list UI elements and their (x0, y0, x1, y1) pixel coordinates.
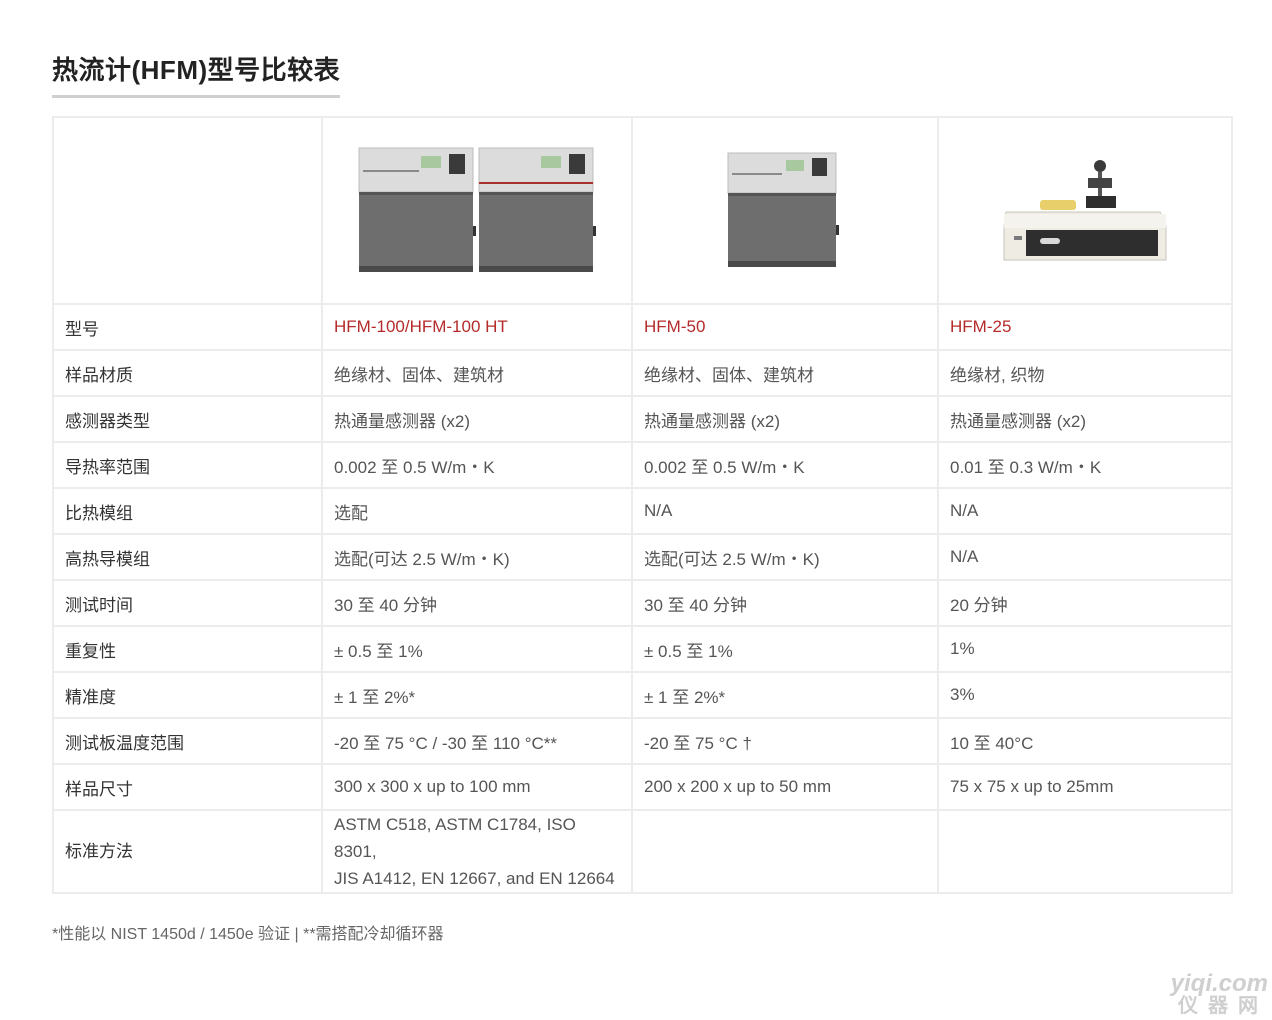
table-cell: N/A (937, 533, 1233, 581)
table-cell: 绝缘材、固体、建筑材 (631, 349, 939, 397)
table-cell: 0.002 至 0.5 W/m・K (321, 441, 633, 489)
row-label: 样品材质 (52, 349, 323, 397)
row-label: 高热导模组 (52, 533, 323, 581)
standards-line-2: JIS A1412, EN 12667, and EN 12664 (334, 869, 615, 888)
table-cell (937, 809, 1233, 894)
table-cell: N/A (631, 487, 939, 535)
model-name-hfm50: HFM-50 (631, 303, 939, 351)
empty-header-cell (52, 116, 323, 305)
hfm100-unit-left (358, 147, 476, 272)
row-label: 测试板温度范围 (52, 717, 323, 765)
table-cell: ± 1 至 2%* (631, 671, 939, 719)
table-cell: N/A (937, 487, 1233, 535)
table-cell: ± 0.5 至 1% (631, 625, 939, 673)
table-cell (631, 809, 939, 894)
row-label: 标准方法 (52, 809, 323, 894)
hfm25-instrument-image (1003, 159, 1167, 260)
row-label: 精准度 (52, 671, 323, 719)
row-label: 样品尺寸 (52, 763, 323, 811)
table-row: 高热导模组 选配(可达 2.5 W/m・K) 选配(可达 2.5 W/m・K) … (52, 533, 1233, 581)
watermark-line-2: 仪器网 (1178, 995, 1268, 1017)
table-cell: 0.01 至 0.3 W/m・K (937, 441, 1233, 489)
row-label: 比热模组 (52, 487, 323, 535)
page-title: 热流计(HFM)型号比较表 (52, 50, 341, 98)
table-row: 样品尺寸 300 x 300 x up to 100 mm 200 x 200 … (52, 763, 1233, 811)
table-row: 标准方法 ASTM C518, ASTM C1784, ISO 8301, JI… (52, 809, 1233, 894)
table-row: 测试时间 30 至 40 分钟 30 至 40 分钟 20 分钟 (52, 579, 1233, 627)
row-label: 重复性 (52, 625, 323, 673)
hfm100ht-unit-right (478, 147, 596, 272)
row-label: 导热率范围 (52, 441, 323, 489)
table-cell: 10 至 40°C (937, 717, 1233, 765)
table-row: 精准度 ± 1 至 2%* ± 1 至 2%* 3% (52, 671, 1233, 719)
table-row: 样品材质 绝缘材、固体、建筑材 绝缘材、固体、建筑材 绝缘材, 织物 (52, 349, 1233, 397)
table-cell: 0.002 至 0.5 W/m・K (631, 441, 939, 489)
table-cell: 选配(可达 2.5 W/m・K) (321, 533, 633, 581)
table-cell: ± 0.5 至 1% (321, 625, 633, 673)
table-cell: 3% (937, 671, 1233, 719)
table-cell: 热通量感测器 (x2) (631, 395, 939, 443)
table-cell: 热通量感测器 (x2) (321, 395, 633, 443)
table-cell: -20 至 75 °C † (631, 717, 939, 765)
watermark-line-1: yiqi.com (1170, 970, 1268, 997)
hfm100-image-cell (321, 116, 633, 305)
table-cell: 30 至 40 分钟 (631, 579, 939, 627)
model-name-hfm100: HFM-100/HFM-100 HT (321, 303, 633, 351)
comparison-table: 型号 HFM-100/HFM-100 HT HFM-50 HFM-25 样品材质… (52, 116, 1233, 894)
hfm100-instrument-image (358, 147, 596, 272)
table-row: 感测器类型 热通量感测器 (x2) 热通量感测器 (x2) 热通量感测器 (x2… (52, 395, 1233, 443)
table-row: 导热率范围 0.002 至 0.5 W/m・K 0.002 至 0.5 W/m・… (52, 441, 1233, 489)
model-name-hfm25: HFM-25 (937, 303, 1233, 351)
watermark-logo: yiqi.com 仪器网 (1170, 970, 1268, 1017)
hfm50-image-cell (631, 116, 939, 305)
hfm50-instrument-image (727, 152, 839, 267)
table-row: 重复性 ± 0.5 至 1% ± 0.5 至 1% 1% (52, 625, 1233, 673)
image-row (52, 116, 1233, 305)
table-row: 型号 HFM-100/HFM-100 HT HFM-50 HFM-25 (52, 303, 1233, 351)
footnote: *性能以 NIST 1450d / 1450e 验证 | **需搭配冷却循环器 (52, 926, 444, 943)
table-cell: 绝缘材, 织物 (937, 349, 1233, 397)
table-cell: 选配 (321, 487, 633, 535)
table-cell: 选配(可达 2.5 W/m・K) (631, 533, 939, 581)
table-cell: -20 至 75 °C / -30 至 110 °C** (321, 717, 633, 765)
table-cell: 热通量感测器 (x2) (937, 395, 1233, 443)
row-label: 型号 (52, 303, 323, 351)
row-label: 感测器类型 (52, 395, 323, 443)
table-cell-standards: ASTM C518, ASTM C1784, ISO 8301, JIS A14… (321, 809, 633, 894)
table-cell: 200 x 200 x up to 50 mm (631, 763, 939, 811)
table-cell: 30 至 40 分钟 (321, 579, 633, 627)
row-label: 测试时间 (52, 579, 323, 627)
table-cell: 300 x 300 x up to 100 mm (321, 763, 633, 811)
table-cell: 1% (937, 625, 1233, 673)
hfm25-image-cell (937, 116, 1233, 305)
table-cell: 75 x 75 x up to 25mm (937, 763, 1233, 811)
table-cell: 绝缘材、固体、建筑材 (321, 349, 633, 397)
table-row: 比热模组 选配 N/A N/A (52, 487, 1233, 535)
table-cell: ± 1 至 2%* (321, 671, 633, 719)
table-row: 测试板温度范围 -20 至 75 °C / -30 至 110 °C** -20… (52, 717, 1233, 765)
table-cell: 20 分钟 (937, 579, 1233, 627)
standards-line-1: ASTM C518, ASTM C1784, ISO 8301, (334, 815, 576, 861)
